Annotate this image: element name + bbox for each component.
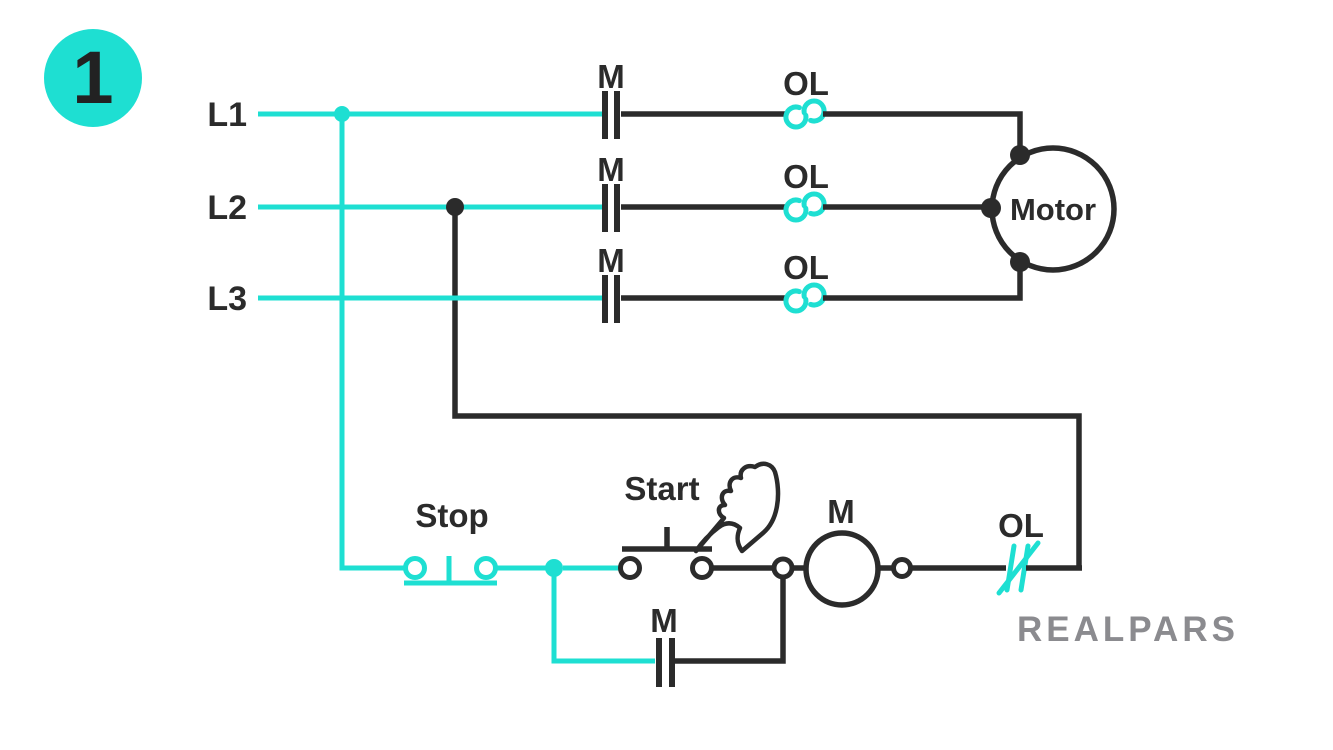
seal-in-junction-dot	[545, 559, 563, 577]
motor-terminal-dot	[981, 198, 1001, 218]
realpars-logo: REALPARS	[1017, 610, 1239, 649]
m-contact-label: M	[597, 151, 625, 188]
ol-heater-icon	[783, 197, 809, 223]
coil-junction-ring	[771, 556, 795, 580]
motor-label: Motor	[1010, 192, 1096, 227]
start-terminal-ring	[618, 556, 642, 580]
stop-terminal-ring	[474, 556, 498, 580]
pressing-hand-icon	[693, 461, 781, 554]
ol-heater-label: OL	[783, 249, 829, 286]
l1-wire-to-motor	[823, 111, 1023, 152]
motor-symbol: Motor	[981, 145, 1117, 273]
junction-dot-l2	[446, 198, 464, 216]
coil-label: M	[827, 493, 855, 530]
ol-heater-icon	[783, 104, 809, 130]
power-line-l3: L3 M OL	[207, 242, 1023, 323]
motor-terminal-dot	[1010, 145, 1030, 165]
holding-contact-label: M	[650, 602, 678, 639]
start-terminal-ring	[690, 556, 714, 580]
stop-button-label: Stop	[415, 497, 488, 534]
ol-heater-icon	[801, 191, 827, 217]
stop-terminal-ring	[403, 556, 427, 580]
holding-branch-wire-teal	[551, 575, 655, 664]
l2-label: L2	[207, 189, 247, 227]
l3-label: L3	[207, 280, 247, 318]
start-button: Start	[618, 461, 781, 580]
step-badge-number: 1	[72, 36, 113, 119]
ol-heater-label: OL	[783, 158, 829, 195]
start-button-label: Start	[624, 470, 699, 507]
step-badge-circle	[44, 29, 142, 127]
m-coil: M	[803, 493, 913, 608]
power-line-l1: L1 M OL	[207, 58, 1023, 152]
motor-terminal-dot	[1010, 252, 1030, 272]
m-contact-label: M	[597, 242, 625, 279]
holding-branch-wire-black	[675, 577, 786, 664]
control-return-wire	[452, 207, 1082, 568]
ol-heater-icon	[801, 98, 827, 124]
ol-contact-slash	[996, 540, 1041, 596]
l1-label: L1	[207, 96, 247, 134]
ol-contact-label: OL	[998, 507, 1044, 544]
ol-heater-icon	[783, 288, 809, 314]
ol-heater-label: OL	[783, 65, 829, 102]
m-contact-label: M	[597, 58, 625, 95]
l3-wire-to-motor	[823, 265, 1023, 301]
ol-nc-contact: OL	[996, 507, 1044, 596]
power-line-l2: L2 M OL	[207, 151, 991, 232]
step-badge: 1	[44, 29, 142, 127]
control-feed-wire	[339, 114, 406, 571]
coil-terminal-ring	[891, 557, 913, 579]
ol-heater-icon	[801, 282, 827, 308]
coil-circle	[803, 530, 881, 608]
holding-contact-branch: M	[551, 575, 786, 687]
stop-button: Stop	[403, 497, 498, 586]
